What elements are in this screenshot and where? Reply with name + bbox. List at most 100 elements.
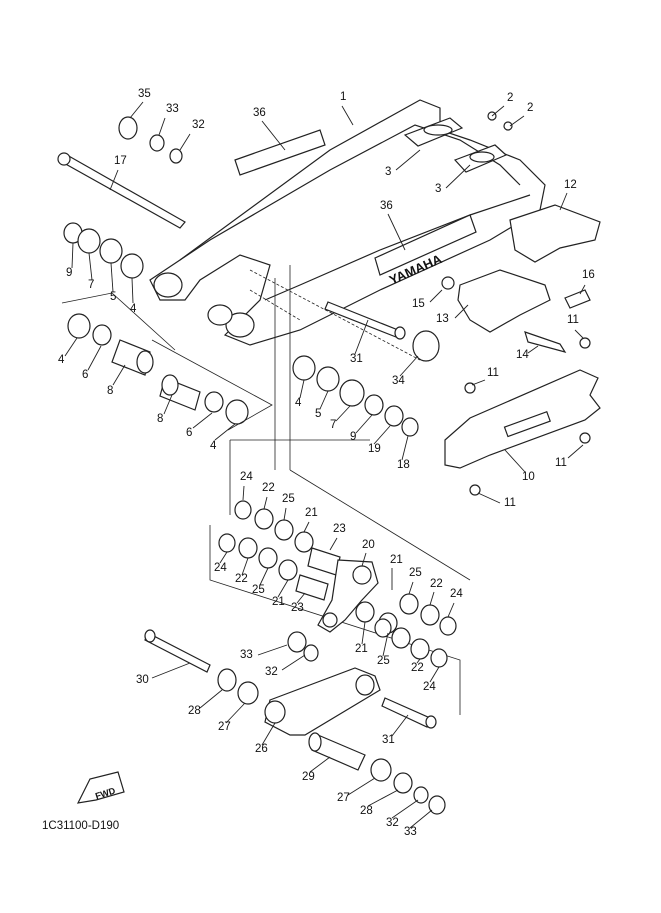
callout-label: 27: [337, 792, 350, 804]
bolt: [469, 484, 481, 496]
callout-label: 22: [235, 573, 248, 585]
callout-label: 4: [295, 397, 302, 409]
callout-label: 7: [88, 279, 94, 291]
callout-label: 15: [412, 298, 425, 310]
bearing: [237, 681, 259, 705]
leader-line: [408, 581, 414, 595]
leader-line: [329, 537, 338, 551]
callout-label: 3: [435, 183, 441, 195]
callout-label: 18: [397, 459, 410, 471]
callout-label: 20: [362, 539, 375, 551]
bumper: [412, 330, 440, 362]
leader-line: [574, 329, 584, 339]
callout-label: 21: [305, 507, 318, 519]
leader-line: [303, 521, 310, 533]
leader-line: [64, 337, 78, 357]
chain-support: [444, 369, 601, 469]
bolt: [324, 301, 399, 338]
callout-label: 24: [214, 562, 227, 574]
leader-line: [429, 666, 440, 683]
callout-label: 22: [411, 662, 424, 674]
callout-label: 32: [265, 666, 278, 678]
callout-label: 25: [377, 655, 390, 667]
connecting-rod: [264, 667, 381, 736]
leader-line: [192, 412, 213, 429]
leader-line: [491, 105, 505, 117]
bolt: [579, 432, 591, 444]
callout-label: 11: [567, 314, 579, 326]
oil-seal: [77, 228, 101, 254]
leader-line: [355, 414, 373, 434]
callout-label: 21: [390, 554, 403, 566]
callout-label: 21: [355, 643, 368, 655]
thrust-cover: [364, 394, 384, 416]
leader-line: [179, 133, 191, 151]
leader-line: [319, 390, 329, 410]
leader-line: [471, 379, 486, 386]
callout-label: 4: [210, 440, 217, 452]
callout-label: 33: [240, 649, 253, 661]
leader-line: [283, 507, 287, 521]
leader-line: [387, 213, 406, 251]
forward-arrow-icon: FWD: [76, 771, 125, 804]
leader-line: [214, 423, 236, 441]
leader-line: [399, 355, 419, 377]
leader-line: [110, 262, 114, 293]
leader-line: [347, 777, 376, 796]
chain-guide: [509, 204, 601, 263]
callout-label: 4: [130, 303, 137, 315]
leader-line: [477, 492, 501, 504]
bearing: [217, 668, 237, 692]
callout-label: 28: [360, 805, 373, 817]
callout-label: 26: [255, 743, 268, 755]
callout-label: 11: [487, 367, 499, 379]
callout-label: 30: [136, 674, 149, 686]
bearing: [120, 253, 144, 279]
callout-label: 6: [82, 369, 88, 381]
bearing: [67, 313, 91, 339]
washer: [303, 644, 319, 662]
leader-line: [509, 115, 525, 127]
leader-line: [88, 252, 93, 281]
callout-label: 16: [582, 269, 595, 281]
leader-line: [445, 164, 471, 189]
bearing: [316, 366, 340, 392]
callout-label: 13: [436, 313, 449, 325]
leader-line: [87, 345, 102, 371]
callout-label: 24: [423, 681, 436, 693]
leader-line: [395, 149, 421, 171]
callout-label: 33: [166, 103, 179, 115]
callout-label: 32: [192, 119, 205, 131]
chain-puller-upper: [403, 117, 464, 147]
callout-label: 36: [253, 107, 266, 119]
leader-line: [263, 496, 268, 510]
leader-line: [225, 702, 246, 724]
callout-label: 31: [350, 353, 363, 365]
leader-line: [341, 105, 354, 126]
leader-line: [158, 117, 166, 136]
nut: [149, 134, 165, 152]
leader-line: [429, 289, 443, 303]
swingarm-decal-upper: [234, 129, 326, 176]
leader-line: [277, 579, 289, 598]
callout-label: 11: [555, 457, 567, 469]
seal: [92, 324, 112, 346]
bearing: [225, 399, 249, 425]
leader-line: [335, 405, 351, 422]
screw: [503, 121, 513, 131]
callout-label: 2: [507, 92, 513, 104]
leader-line: [361, 621, 366, 645]
callout-label: 25: [282, 493, 295, 505]
leader-line: [257, 644, 288, 656]
swingarm-decal-lower: [374, 214, 477, 276]
callout-label: 29: [302, 771, 315, 783]
chain-support-slot: [503, 410, 551, 438]
leader-line: [354, 319, 369, 355]
callout-label: 5: [315, 408, 321, 420]
callout-label: 25: [409, 567, 422, 579]
callout-label: 11: [504, 497, 516, 509]
leader-line: [559, 192, 568, 211]
callout-label: 19: [368, 443, 381, 455]
callout-label: 34: [392, 375, 405, 387]
bolt: [564, 289, 591, 309]
